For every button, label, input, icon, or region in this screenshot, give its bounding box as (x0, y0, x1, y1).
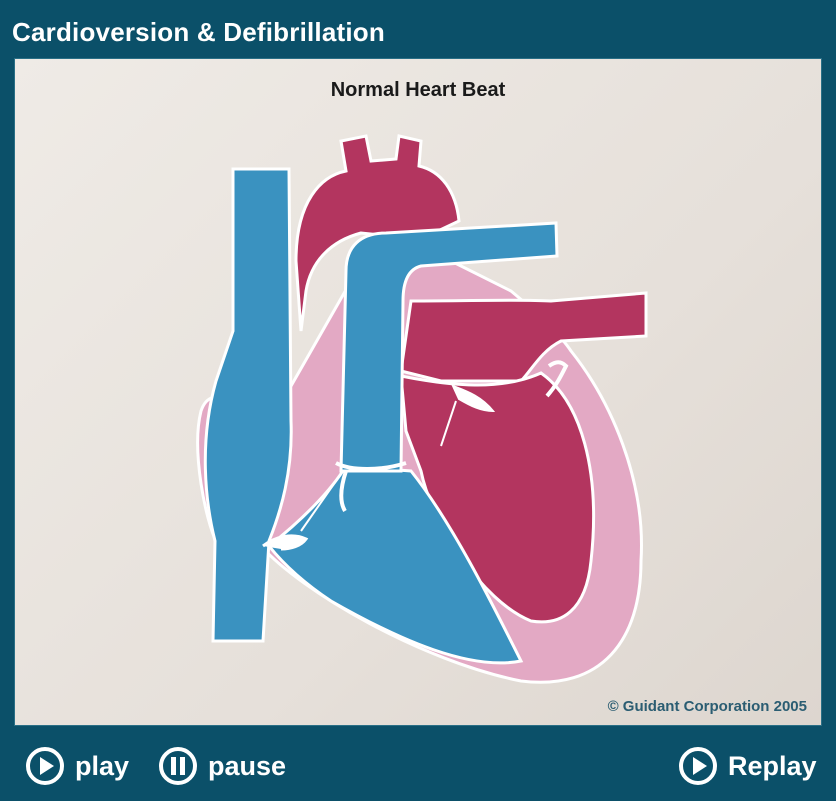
vena-cava (205, 169, 291, 641)
replay-label: Replay (728, 751, 817, 782)
play-icon (25, 746, 65, 786)
copyright-notice: © Guidant Corporation 2005 (608, 698, 807, 715)
replay-icon (678, 746, 718, 786)
window-title: Cardioversion & Defibrillation (12, 10, 385, 54)
pause-icon (158, 746, 198, 786)
replay-button[interactable]: Replay (678, 744, 817, 788)
pause-label: pause (208, 751, 286, 782)
playback-controls: play pause Replay (0, 728, 836, 801)
pause-button[interactable]: pause (158, 744, 286, 788)
play-label: play (75, 751, 129, 782)
heart-diagram (15, 59, 821, 725)
pulmonary-veins (401, 293, 646, 381)
animation-stage: Normal Heart Beat (14, 58, 822, 726)
play-button[interactable]: play (25, 744, 129, 788)
